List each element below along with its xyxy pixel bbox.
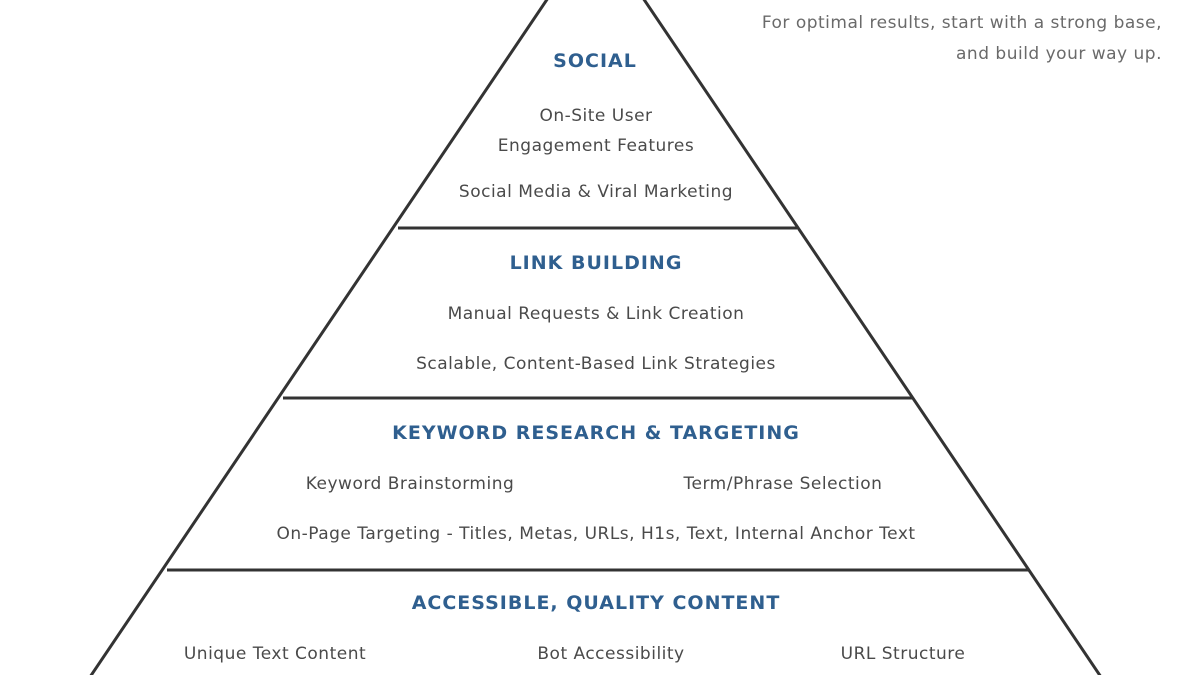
- tier-content-item-bot: Bot Accessibility: [537, 644, 685, 664]
- tier-social-title: SOCIAL: [553, 50, 637, 72]
- tier-keyword-item-selection: Term/Phrase Selection: [683, 474, 883, 494]
- tier-keyword-item-onpage: On-Page Targeting - Titles, Metas, URLs,…: [276, 524, 916, 544]
- tier-link-building-item-scalable: Scalable, Content-Based Link Strategies: [416, 354, 776, 374]
- tier-keyword-title: KEYWORD RESEARCH & TARGETING: [392, 422, 800, 444]
- pyramid-right-edge: [642, 0, 1102, 675]
- tier-keyword-item-brainstorming: Keyword Brainstorming: [305, 474, 515, 494]
- tier-social-item-viral: Social Media & Viral Marketing: [458, 182, 734, 202]
- pyramid-left-edge: [89, 0, 549, 675]
- tier-content-item-unique: Unique Text Content: [183, 644, 367, 664]
- tier-social-item-engagement: On-Site User Engagement Features: [497, 106, 695, 156]
- guidance-note: For optimal results, start with a strong…: [761, 13, 1162, 64]
- tier-link-building-item-manual: Manual Requests & Link Creation: [447, 304, 745, 324]
- tier-content-item-url: URL Structure: [840, 644, 966, 664]
- tier-content-title: ACCESSIBLE, QUALITY CONTENT: [411, 592, 781, 614]
- tier-link-building-title: LINK BUILDING: [509, 252, 683, 274]
